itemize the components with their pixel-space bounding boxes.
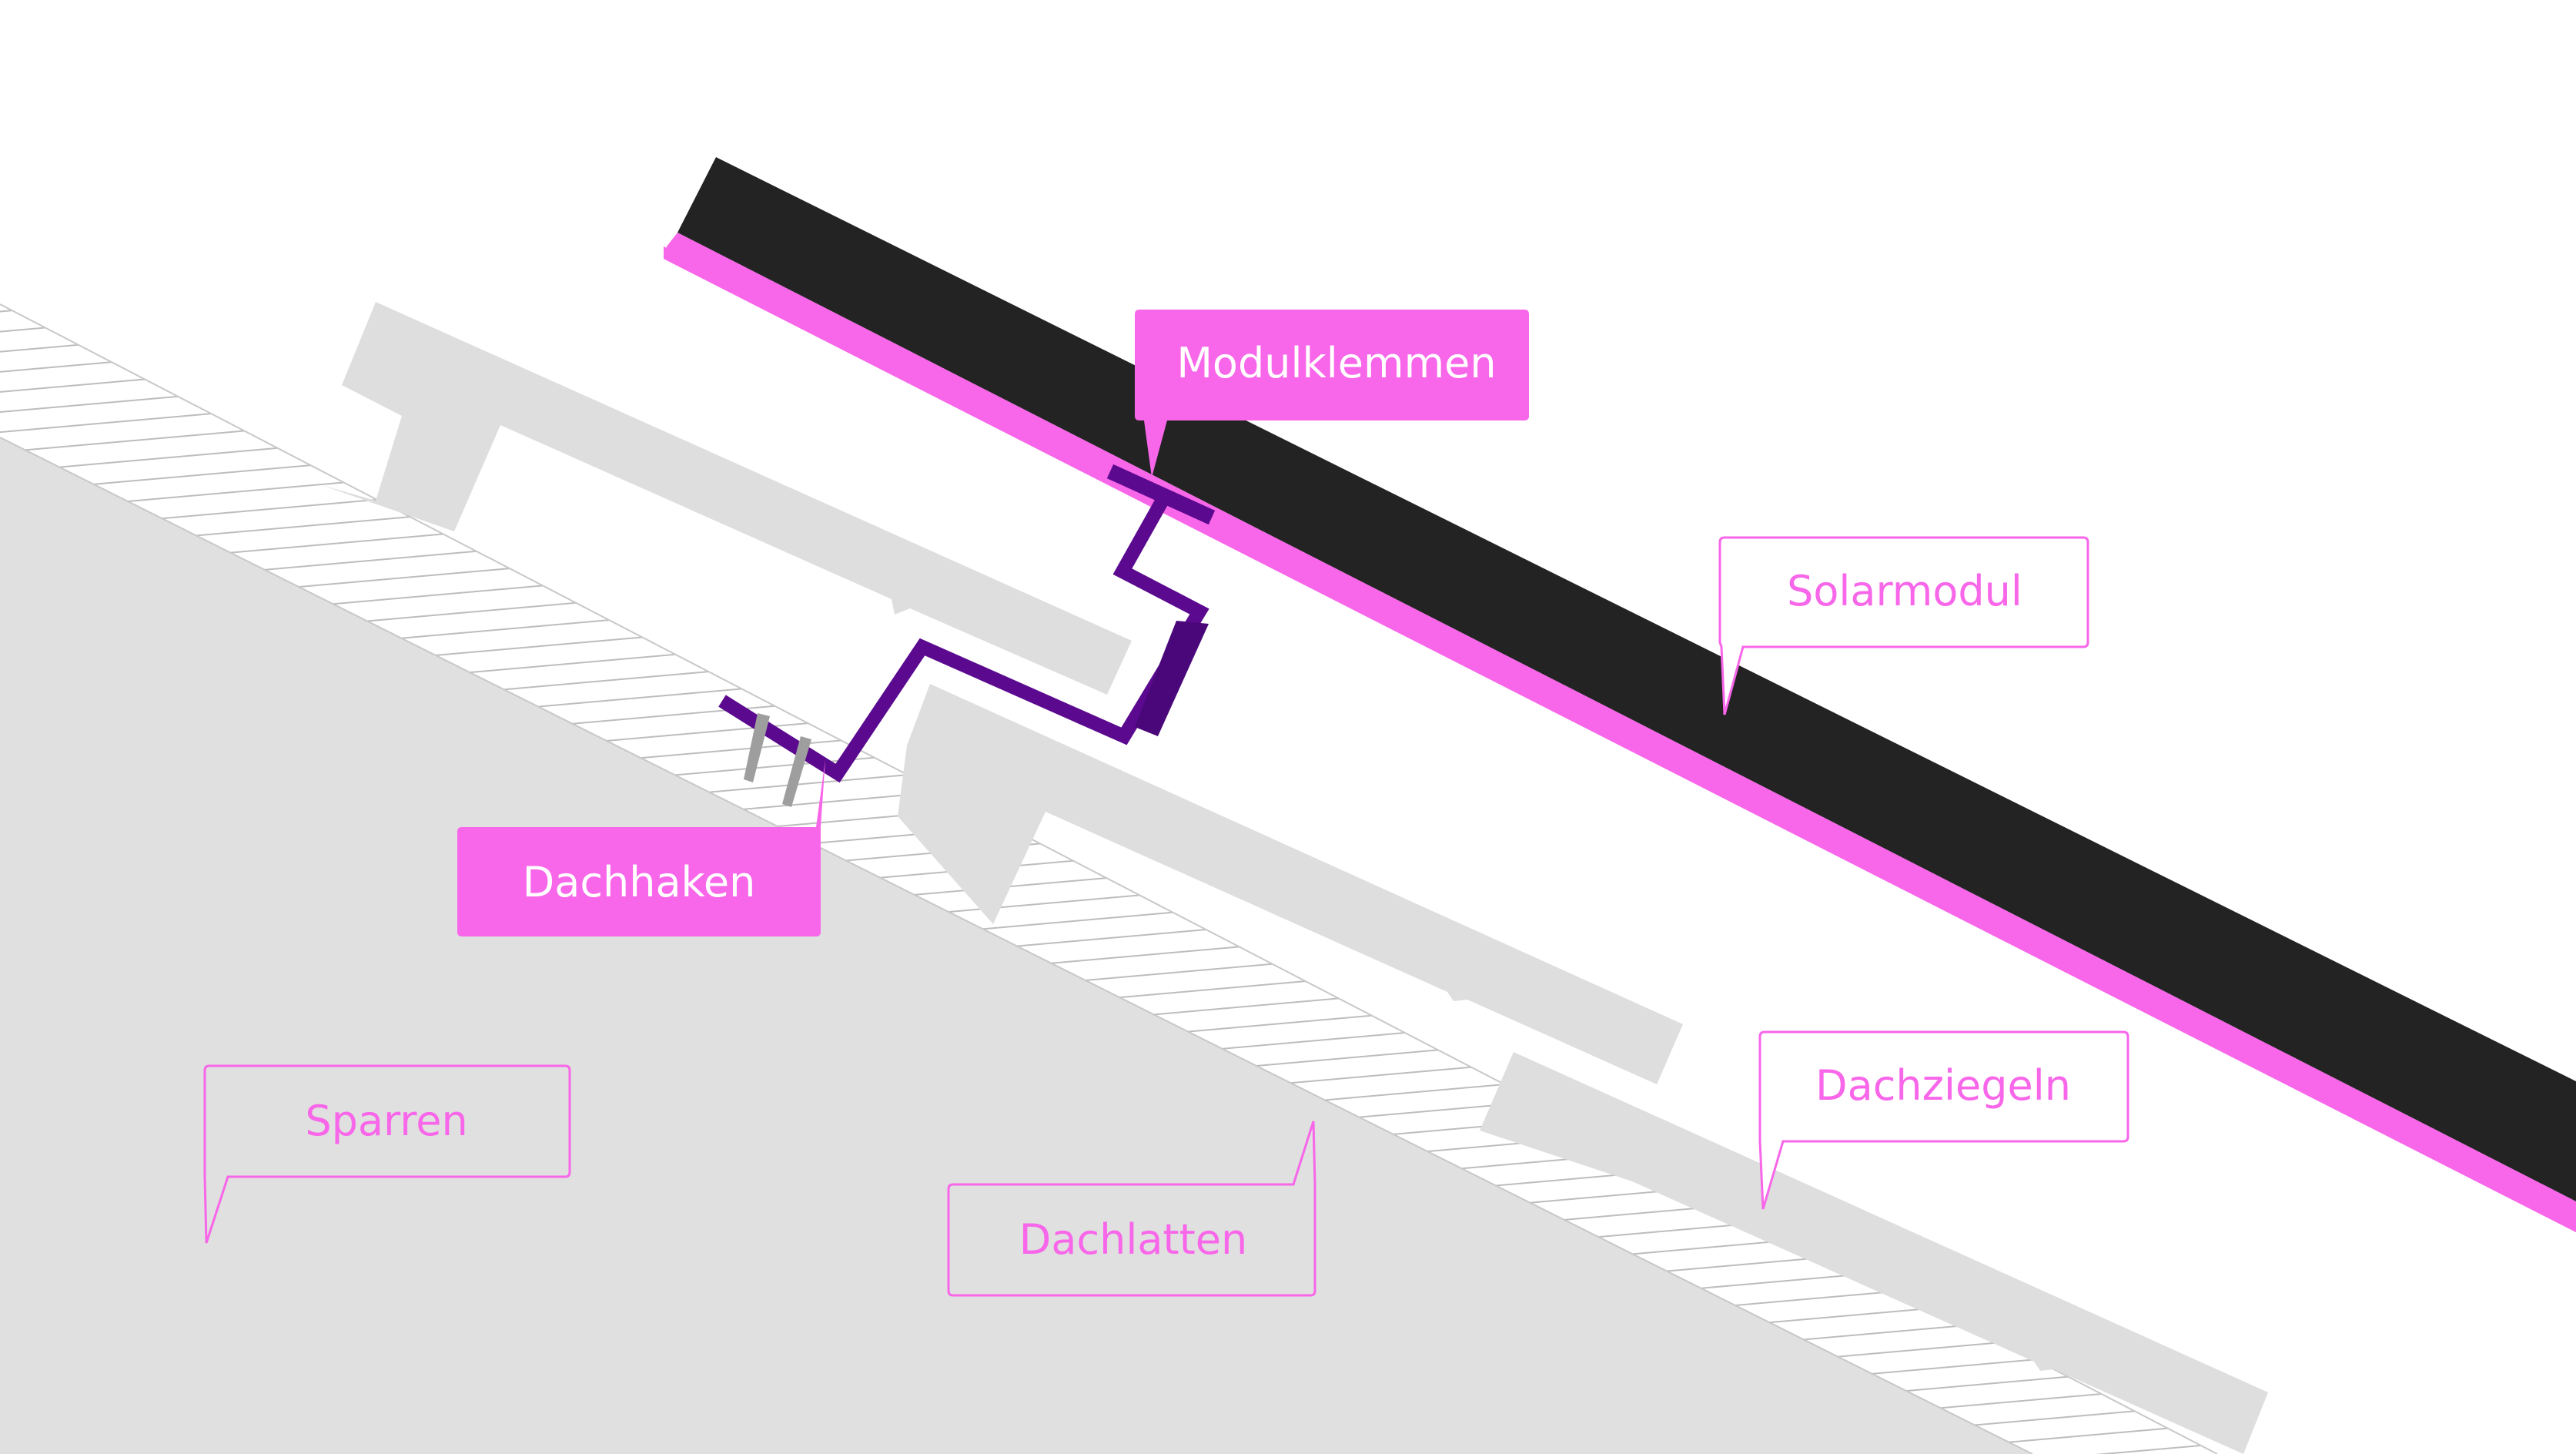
roof-tile-1 xyxy=(322,302,1132,695)
label-dachhaken-text: Dachhaken xyxy=(523,858,756,906)
label-dachhaken: Dachhaken xyxy=(457,759,825,936)
screw-icon xyxy=(744,713,811,807)
label-dachziegeln-text: Dachziegeln xyxy=(1815,1061,2071,1110)
label-solarmodul-text: Solarmodul xyxy=(1787,567,2022,615)
roof-tile-3 xyxy=(1480,1052,2268,1454)
label-modulklemmen: Modulklemmen xyxy=(1135,310,1529,477)
label-solarmodul: Solarmodul xyxy=(1718,536,2089,715)
label-dachlatten-text: Dachlatten xyxy=(1019,1215,1247,1264)
label-dachlatten: Dachlatten xyxy=(947,1121,1316,1297)
roof-tile-2 xyxy=(898,684,1683,1084)
label-modulklemmen-text: Modulklemmen xyxy=(1176,339,1496,387)
roof-hook xyxy=(718,464,1216,783)
label-dachziegeln: Dachziegeln xyxy=(1758,1030,2129,1210)
label-sparren-text: Sparren xyxy=(305,1097,467,1145)
roof-tiles xyxy=(322,302,2268,1454)
label-sparren: Sparren xyxy=(203,1064,571,1244)
